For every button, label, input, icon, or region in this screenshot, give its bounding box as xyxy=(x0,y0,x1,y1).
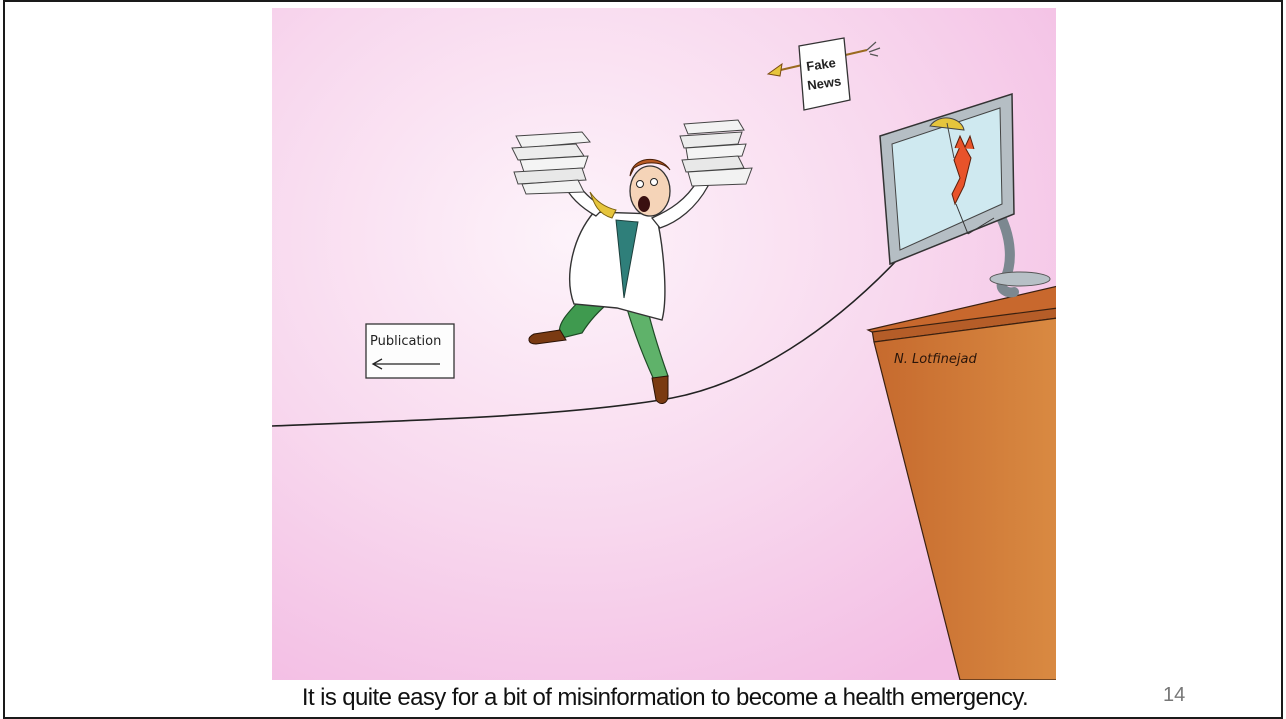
fake-news-arrow: Fake News xyxy=(766,37,881,111)
paper-stack-right xyxy=(679,119,753,187)
sign-text: Publication xyxy=(370,334,441,349)
slide-caption: It is quite easy for a bit of misinforma… xyxy=(301,684,1029,711)
desk: N. Lotfinejad xyxy=(866,285,1056,680)
scientist-figure xyxy=(511,119,753,404)
slide-page-number: 14 xyxy=(1163,684,1186,706)
computer-monitor xyxy=(879,92,1051,298)
fox-on-screen xyxy=(929,117,995,235)
pointing-arrow-icon xyxy=(371,358,440,370)
cartoon-illustration: Publication N. Lotfinejad xyxy=(272,8,1056,680)
publication-sign: Publication xyxy=(365,323,455,379)
paper-stack-left xyxy=(511,131,591,195)
slide: Publication N. Lotfinejad xyxy=(3,0,1283,719)
paper-text-line1: Fake xyxy=(805,55,836,74)
paper-text-line2: News xyxy=(806,73,842,93)
artist-signature: N. Lotfinejad xyxy=(894,352,977,367)
